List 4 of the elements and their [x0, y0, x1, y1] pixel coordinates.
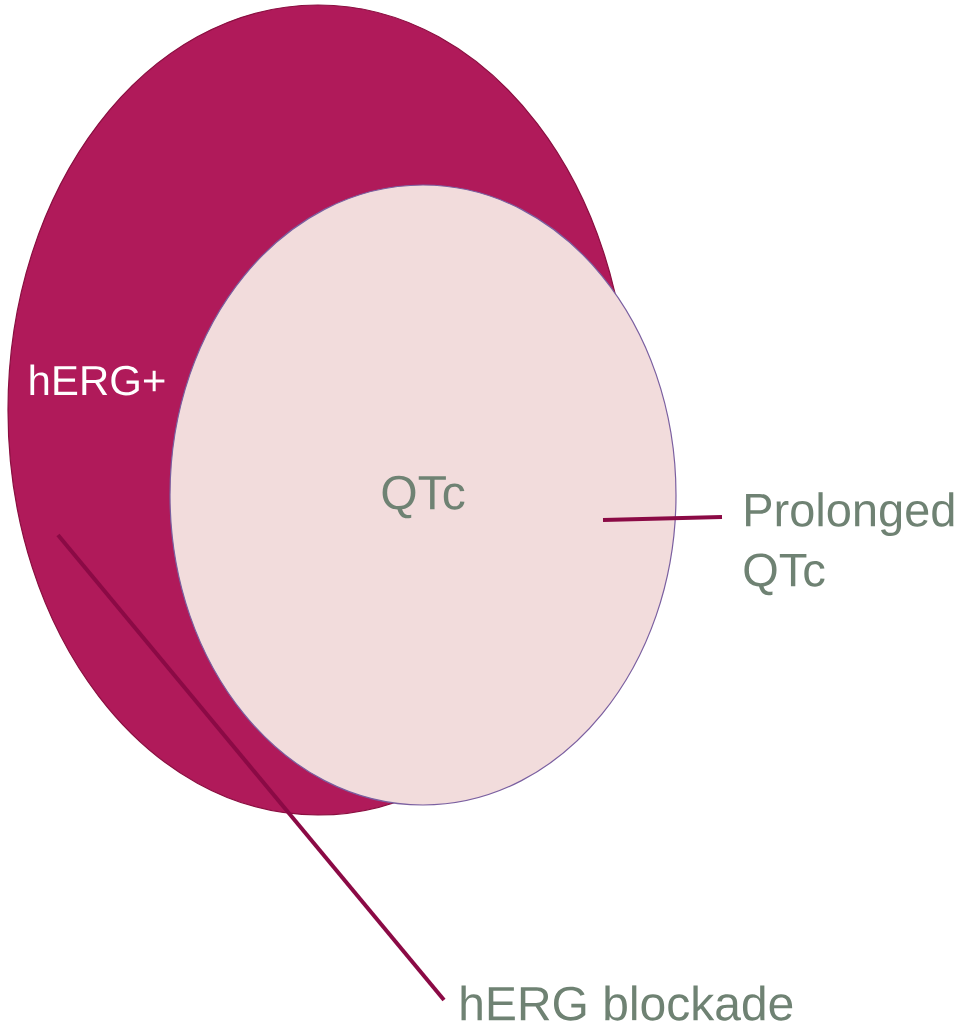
leader-line — [602, 515, 723, 522]
callout-label: hERG blockade — [461, 985, 793, 1021]
leader-line — [56, 533, 446, 1002]
callout-label: Prolonged QTc — [744, 492, 954, 596]
